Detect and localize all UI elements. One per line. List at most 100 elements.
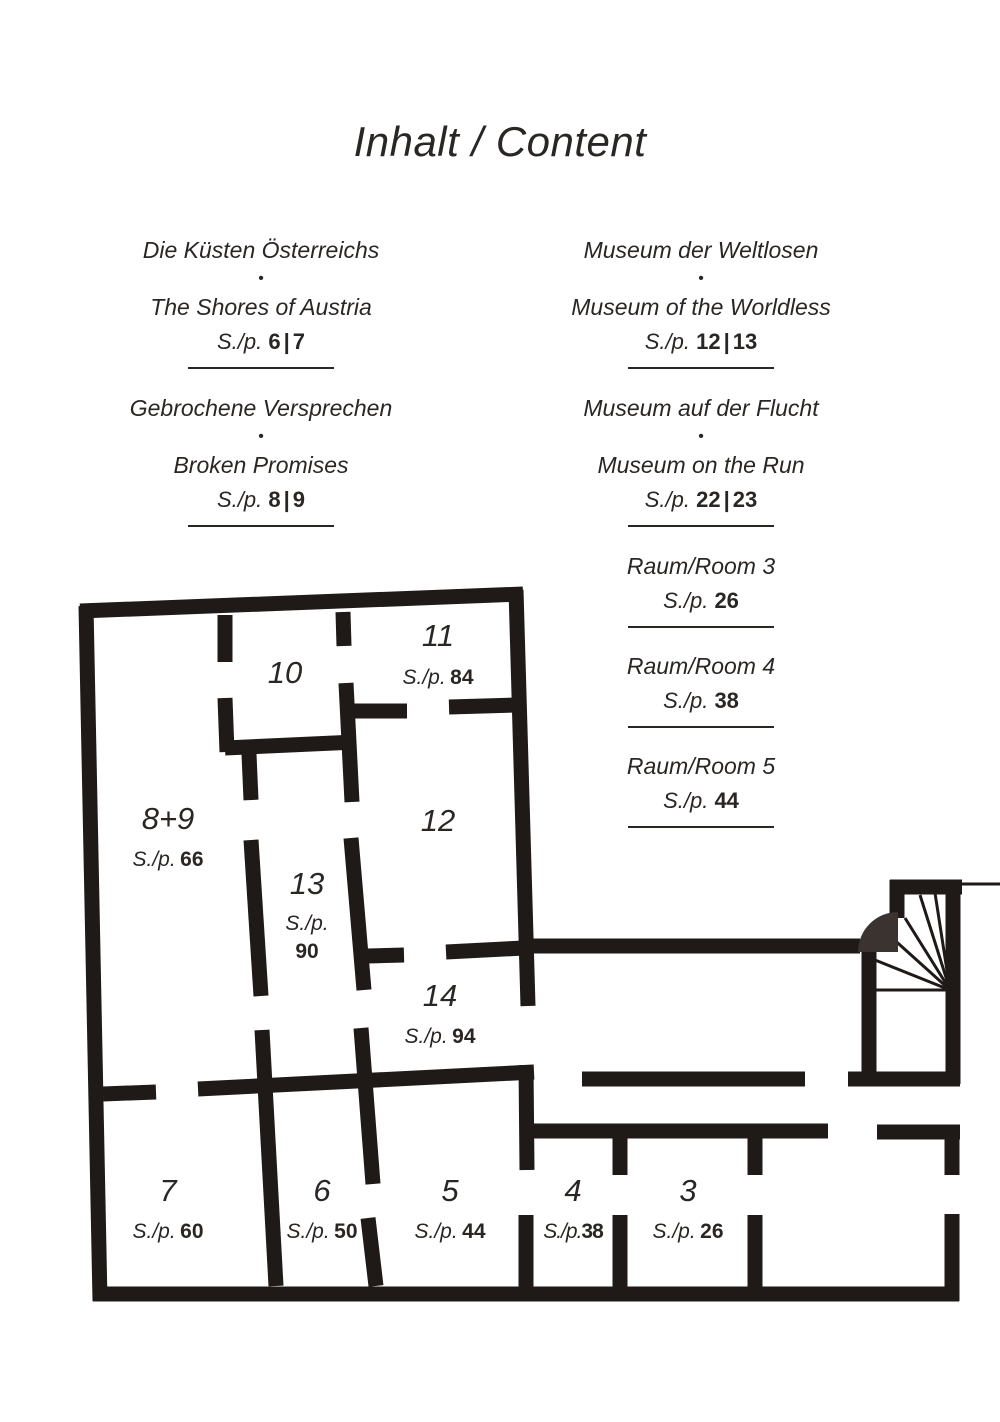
wall	[102, 1084, 157, 1102]
toc-title: Raum/Room 4	[626, 653, 776, 679]
page-number-en: 9	[292, 487, 306, 512]
page-number: 50	[334, 1220, 357, 1243]
bullet-separator: •	[258, 270, 264, 287]
room-number: 11	[422, 618, 454, 653]
room-label-11[interactable]: 11 S./p. 84	[402, 618, 473, 689]
room-label-10[interactable]: 10	[268, 655, 302, 690]
toc-title-en: Broken Promises	[173, 452, 349, 478]
page-number: 90	[295, 940, 318, 963]
divider	[628, 626, 774, 628]
toc-title-de: Gebrochene Versprechen	[129, 395, 393, 421]
room-page-ref: S./p. 50	[286, 1220, 357, 1243]
stair-line	[933, 892, 952, 991]
page-number: 84	[450, 666, 474, 689]
toc-page-ref: S./p. 22|23	[521, 486, 881, 514]
page-number-en: 13	[732, 329, 758, 354]
toc-title-de: Museum der Weltlosen	[583, 237, 819, 263]
wall	[335, 611, 352, 647]
toc-page-ref: S./p. 26	[521, 587, 881, 615]
toc-entry-room-5[interactable]: Raum/Room 5 S./p. 44	[521, 752, 881, 828]
room-number: 6	[313, 1173, 331, 1208]
room-label-7[interactable]: 7 S./p. 60	[132, 1173, 203, 1243]
page-separator: |	[723, 487, 730, 512]
toc-entry-shores-of-austria[interactable]: Die Küsten Österreichs • The Shores of A…	[81, 236, 441, 369]
page-number-en: 7	[292, 329, 306, 354]
room-label-4[interactable]: 4 S./p.38	[543, 1173, 605, 1243]
bullet-separator: •	[698, 270, 704, 287]
page-prefix: S./p.	[663, 688, 709, 713]
wall	[254, 1029, 284, 1287]
wall	[448, 697, 517, 715]
room-number: 4	[564, 1173, 581, 1208]
room-label-8-9[interactable]: 8+9 S./p. 66	[132, 801, 203, 871]
page-prefix: S./p.	[216, 329, 263, 354]
page-number: 38	[581, 1220, 604, 1243]
page-number-de: 8	[268, 487, 281, 512]
wall	[241, 753, 259, 801]
toc-title-en: Museum of the Worldless	[571, 294, 831, 320]
toc-entry-broken-promises[interactable]: Gebrochene Versprechen • Broken Promises…	[81, 394, 441, 527]
wall	[78, 605, 108, 1302]
room-page-ref: S./p. 84	[402, 666, 473, 689]
toc-title: Raum/Room 5	[626, 753, 776, 779]
wall	[224, 734, 357, 756]
page-number: 66	[180, 848, 203, 871]
room-page-ref: S./p. 66	[132, 848, 203, 871]
room-label-14[interactable]: 14 S./p. 94	[404, 978, 475, 1048]
page-number: 26	[700, 1220, 723, 1243]
room-page-ref: S./p. 26	[652, 1220, 723, 1243]
divider	[188, 525, 334, 527]
page-prefix: S./p.	[644, 487, 690, 512]
toc-title-de: Museum auf der Flucht	[583, 395, 819, 421]
toc-entry-museum-on-the-run[interactable]: Museum auf der Flucht • Museum on the Ru…	[521, 394, 881, 527]
page-number: 44	[714, 788, 739, 813]
page-title: Inhalt / Content	[353, 118, 647, 165]
room-label-5[interactable]: 5 S./p. 44	[414, 1173, 485, 1243]
room-label-12[interactable]: 12	[421, 803, 455, 838]
room-number: 13	[290, 866, 324, 901]
toc-entry-room-4[interactable]: Raum/Room 4 S./p. 38	[521, 652, 881, 728]
divider	[628, 525, 774, 527]
page-number-de: 12	[696, 329, 721, 354]
floor-plan-walls	[78, 586, 962, 1302]
room-page-ref: S./p. 44	[414, 1220, 485, 1243]
toc-entry-museum-of-the-worldless[interactable]: Museum der Weltlosen • Museum of the Wor…	[521, 236, 881, 369]
wall	[338, 682, 360, 803]
toc-page-ref: S./p. 6|7	[81, 328, 441, 356]
page-number: 44	[462, 1220, 486, 1243]
page-prefix: S./p.	[286, 1220, 329, 1243]
stair-line	[874, 958, 951, 992]
page-prefix: S./p.	[132, 1220, 175, 1243]
page-prefix: S./p.	[216, 487, 263, 512]
stair-line	[888, 934, 952, 992]
page-separator: |	[723, 329, 730, 354]
toc-entry-room-3[interactable]: Raum/Room 3 S./p. 26	[521, 552, 881, 628]
room-page-ref: S./p. 60	[132, 1220, 203, 1243]
room-label-13[interactable]: 13 S./p. 90	[285, 866, 328, 963]
wall	[243, 839, 269, 997]
page-number: 60	[180, 1220, 203, 1243]
wall	[79, 586, 524, 619]
wall	[366, 947, 405, 964]
page-separator: |	[283, 487, 290, 512]
toc-title-en: The Shores of Austria	[150, 294, 372, 320]
toc-page-ref: S./p. 8|9	[81, 486, 441, 514]
page-prefix: S./p.	[663, 788, 709, 813]
room-page-ref: S./p. 94	[404, 1025, 475, 1048]
page-number: 94	[452, 1025, 476, 1048]
page-number: 26	[714, 588, 739, 613]
wall	[197, 1064, 535, 1097]
toc-page-ref: S./p. 38	[521, 687, 881, 715]
room-label-3[interactable]: 3 S./p. 26	[652, 1173, 723, 1243]
room-label-6[interactable]: 6 S./p. 50	[286, 1173, 357, 1243]
room-number: 7	[159, 1173, 178, 1208]
divider	[628, 826, 774, 828]
toc-page-ref: S./p. 44	[521, 787, 881, 815]
toc-title-en: Museum on the Run	[597, 452, 805, 478]
page-prefix: S./p.	[652, 1220, 695, 1243]
wall	[353, 1027, 381, 1185]
stair-core	[858, 912, 898, 952]
staircase	[858, 882, 1000, 992]
room-number: 3	[679, 1173, 696, 1208]
